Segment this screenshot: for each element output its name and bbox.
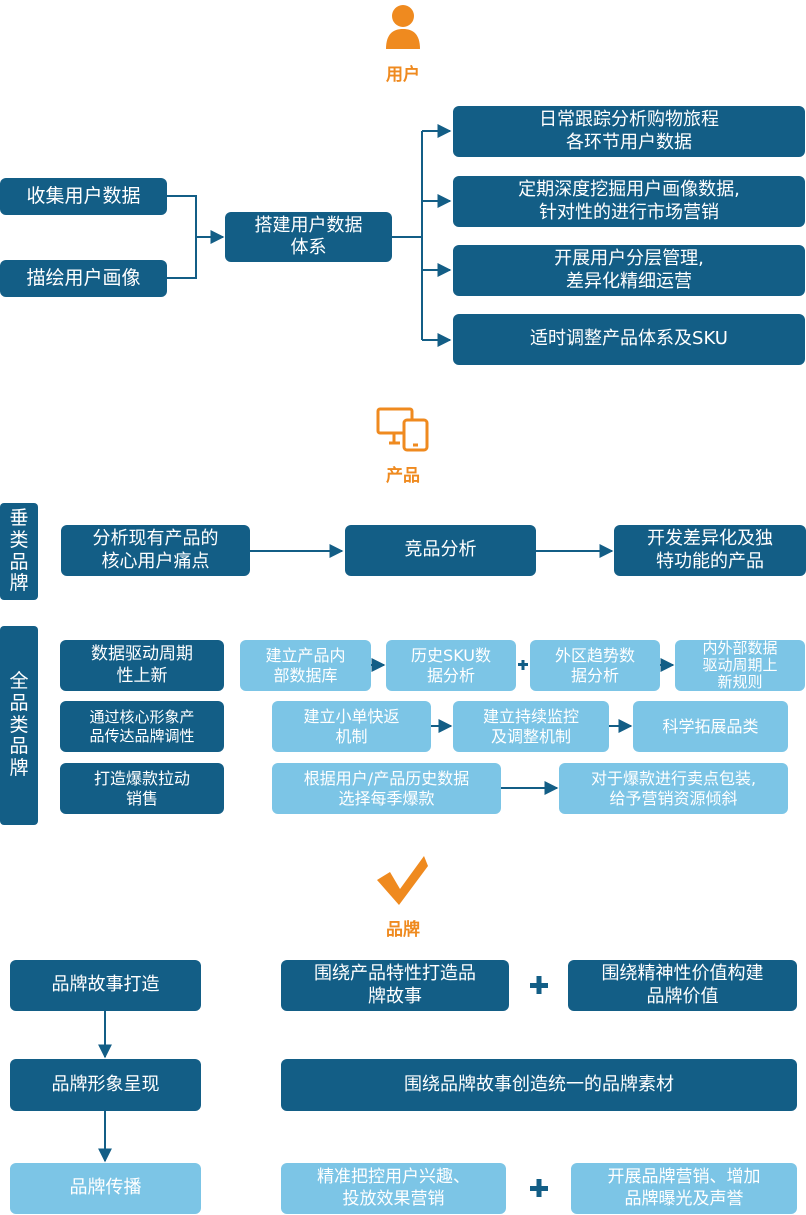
plus-icon-story xyxy=(530,976,548,994)
full-category-brand-label-text: 全品类品牌 xyxy=(9,669,29,780)
collect-user-data-box: 收集用户数据 xyxy=(0,178,167,215)
row2-step-3: 科学拓展品类 xyxy=(633,701,788,752)
devices-icon xyxy=(376,407,429,452)
row2-step-2: 建立持续监控 及调整机制 xyxy=(453,701,609,752)
output-box-3: 开展用户分层管理, 差异化精细运营 xyxy=(453,245,805,296)
vertical-step-3: 开发差异化及独 特功能的产品 xyxy=(614,525,806,576)
brand-section-title: 品牌 xyxy=(386,920,420,940)
vertical-step-2: 竞品分析 xyxy=(345,525,536,576)
check-icon xyxy=(377,856,428,905)
product-section-title: 产品 xyxy=(386,466,420,486)
full-category-brand-label: 全品类品牌 xyxy=(0,626,38,825)
row1-step-2: 历史SKU数 据分析 xyxy=(386,640,516,691)
vertical-brand-label-text: 垂类品牌 xyxy=(9,506,29,595)
row3-title: 打造爆款拉动 销售 xyxy=(60,763,224,814)
brand-stage-story: 品牌故事打造 xyxy=(10,960,201,1011)
row1-step-4: 内外部数据 驱动周期上 新规则 xyxy=(675,640,805,691)
output-box-1: 日常跟踪分析购物旅程 各环节用户数据 xyxy=(453,106,805,157)
image-detail: 围绕品牌故事创造统一的品牌素材 xyxy=(281,1059,797,1111)
vertical-step-1: 分析现有产品的 核心用户痛点 xyxy=(61,525,250,576)
row2-title: 通过核心形象产 品传达品牌调性 xyxy=(60,701,224,752)
row1-title: 数据驱动周期 性上新 xyxy=(60,640,224,691)
brand-stage-image: 品牌形象呈现 xyxy=(10,1059,201,1111)
person-icon xyxy=(386,5,420,49)
user-section-title: 用户 xyxy=(386,65,420,85)
output-box-4: 适时调整产品体系及SKU xyxy=(453,314,805,365)
spread-detail-1: 精准把控用户兴趣、 投放效果营销 xyxy=(281,1163,506,1214)
portray-user-box: 描绘用户画像 xyxy=(0,260,167,297)
story-detail-1: 围绕产品特性打造品 牌故事 xyxy=(281,960,509,1011)
row3-step-2: 对于爆款进行卖点包装, 给予营销资源倾斜 xyxy=(559,763,788,814)
output-box-2: 定期深度挖掘用户画像数据, 针对性的进行市场营销 xyxy=(453,176,805,227)
row1-step-1: 建立产品内 部数据库 xyxy=(240,640,371,691)
story-detail-2: 围绕精神性价值构建 品牌价值 xyxy=(568,960,797,1011)
row2-step-1: 建立小单快返 机制 xyxy=(272,701,431,752)
build-user-data-system-box: 搭建用户数据 体系 xyxy=(225,212,392,262)
vertical-brand-label: 垂类品牌 xyxy=(0,503,38,600)
plus-icon-row1 xyxy=(518,660,528,670)
input-bracket-line xyxy=(167,195,197,279)
row1-step-3: 外区趋势数 据分析 xyxy=(530,640,660,691)
plus-icon-spread xyxy=(530,1179,548,1197)
row3-step-1: 根据用户/产品历史数据 选择每季爆款 xyxy=(272,763,501,814)
brand-stage-spread: 品牌传播 xyxy=(10,1163,201,1214)
spread-detail-2: 开展品牌营销、增加 品牌曝光及声誉 xyxy=(571,1163,797,1214)
